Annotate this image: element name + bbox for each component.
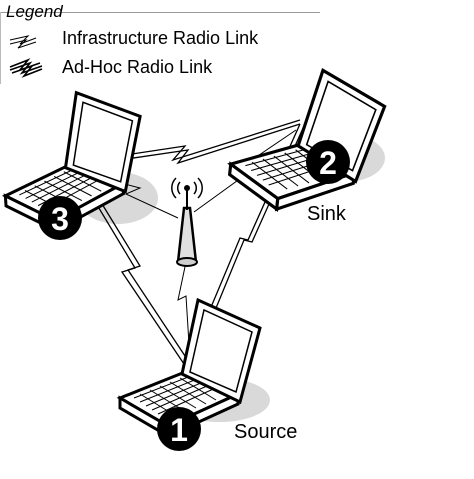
node-3-number: 3 xyxy=(51,201,69,237)
node-3-badge: 3 xyxy=(38,196,82,240)
legend-border xyxy=(0,12,1,84)
legend-infrastructure-label: Infrastructure Radio Link xyxy=(62,28,259,48)
node-1-badge: 1 xyxy=(157,407,201,451)
node-1-label: Source xyxy=(234,421,298,443)
access-point-tower xyxy=(176,206,198,264)
infrastructure-link-icon xyxy=(9,35,37,49)
node-2-badge: 2 xyxy=(306,140,350,184)
legend-title: Legend xyxy=(6,2,63,21)
node-2-label: Sink xyxy=(307,203,346,225)
node-2-number: 2 xyxy=(319,145,337,181)
node-2-laptop xyxy=(224,60,390,221)
legend-divider xyxy=(0,12,320,13)
node-1-number: 1 xyxy=(170,412,188,448)
adhoc-link-icon xyxy=(9,58,43,78)
access-point-base xyxy=(176,257,198,267)
legend-adhoc-label: Ad-Hoc Radio Link xyxy=(62,57,213,77)
signal-wave-right-outer xyxy=(197,177,203,199)
antenna-icon xyxy=(184,185,190,191)
access-point xyxy=(171,177,203,267)
signal-wave-left-outer xyxy=(171,177,177,199)
adhoc-link-3-1-b xyxy=(79,167,190,363)
signal-wave-right-inner xyxy=(193,181,198,195)
signal-wave-left-inner xyxy=(176,181,181,195)
infra-link-1 xyxy=(177,261,191,361)
